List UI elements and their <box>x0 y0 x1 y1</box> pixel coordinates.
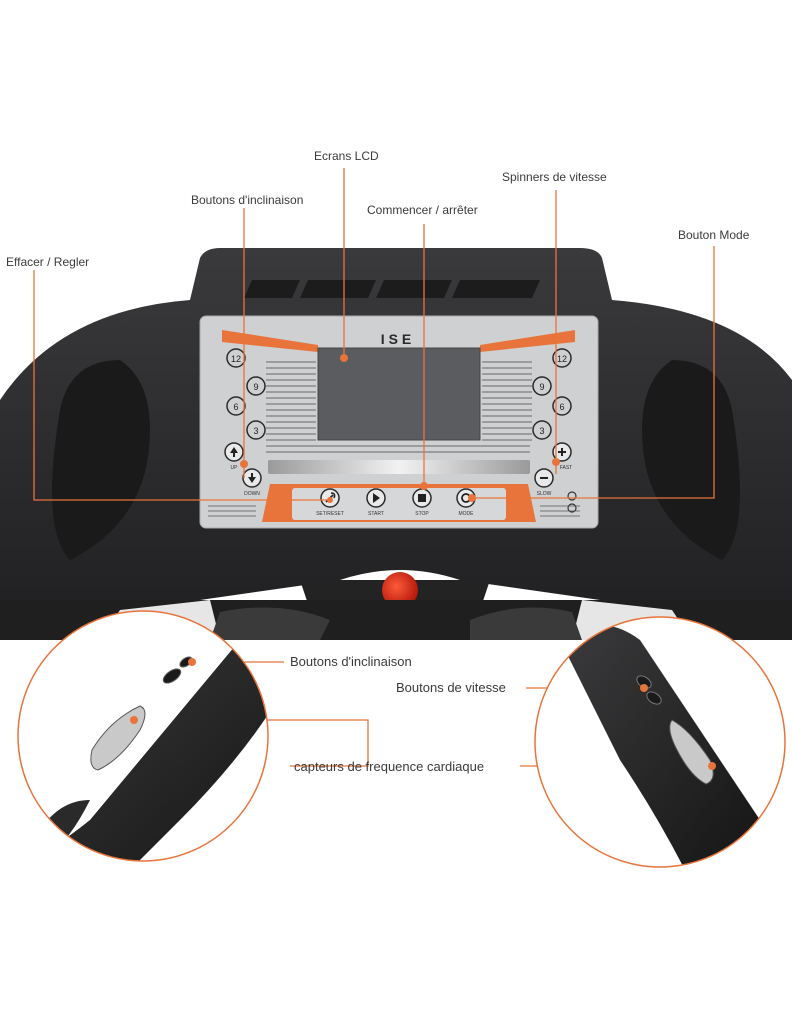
incline-preset-12-label: 12 <box>231 354 241 364</box>
speed-preset-12-label: 12 <box>557 354 567 364</box>
incline-preset-9[interactable] <box>246 376 266 396</box>
stop-label: STOP <box>415 511 429 517</box>
left-incline-up-button[interactable] <box>161 666 183 686</box>
emergency-stop-key[interactable] <box>382 572 418 608</box>
right-speed-down-button[interactable] <box>645 689 664 706</box>
speed-preset-9[interactable] <box>532 376 552 396</box>
callout-dots <box>240 354 560 503</box>
brand-logo: ISE <box>381 331 416 347</box>
incline-preset-3-label: 3 <box>253 426 258 436</box>
plus-icon <box>558 448 566 456</box>
incline-preset-6[interactable] <box>226 396 246 416</box>
callout-ecrans-lcd: Ecrans LCD <box>314 149 379 163</box>
panel-fine-print <box>208 505 580 517</box>
incline-preset-6-label: 6 <box>233 402 238 412</box>
speed-preset-3[interactable] <box>532 420 552 440</box>
speed-preset-9-label: 9 <box>539 382 544 392</box>
callout-commencer-arreter: Commencer / arrêter <box>367 203 478 217</box>
set-reset-label: SET/RESET <box>316 511 344 517</box>
callout-boutons-vitesse: Boutons de vitesse <box>396 680 506 695</box>
start-label: START <box>368 511 384 517</box>
up-arrow-icon <box>230 447 238 457</box>
callout-effacer-regler: Effacer / Regler <box>6 255 90 269</box>
mode-label: MODE <box>459 511 475 517</box>
callout-spinners-vitesse: Spinners de vitesse <box>502 170 607 184</box>
down-label: DOWN <box>244 491 260 497</box>
incline-preset-12[interactable] <box>226 348 246 368</box>
callout-bouton-mode: Bouton Mode <box>678 228 750 242</box>
right-heart-rate-sensor <box>669 719 714 785</box>
lcd-screen <box>317 347 481 441</box>
control-panel: ISE 12 9 6 <box>199 315 599 529</box>
incline-preset-3[interactable] <box>246 420 266 440</box>
left-handle-zoom <box>17 610 269 862</box>
up-label: UP <box>231 465 239 471</box>
panel-stripes <box>266 361 532 453</box>
callout-boutons-inclinaison-top: Boutons d'inclinaison <box>191 193 304 207</box>
right-handle-zoom <box>534 616 786 868</box>
callout-boutons-inclinaison-handle: Boutons d'inclinaison <box>290 654 412 669</box>
speed-preset-3-label: 3 <box>539 426 544 436</box>
fast-label: FAST <box>560 465 573 471</box>
play-icon <box>373 493 380 503</box>
down-arrow-icon <box>248 473 256 483</box>
incline-preset-9-label: 9 <box>253 382 258 392</box>
speed-preset-12[interactable] <box>552 348 572 368</box>
callout-capteurs-frequence: capteurs de frequence cardiaque <box>294 759 485 774</box>
vent-slots <box>244 280 540 298</box>
speed-preset-buttons: 12 9 6 3 <box>532 348 572 440</box>
stop-icon <box>418 494 426 502</box>
slow-label: SLOW <box>537 491 552 497</box>
incline-preset-buttons: 12 9 6 3 <box>226 348 266 440</box>
button-bar-inner <box>292 488 506 520</box>
speed-preset-6[interactable] <box>552 396 572 416</box>
speed-preset-6-label: 6 <box>559 402 564 412</box>
chrome-strip <box>268 460 530 474</box>
